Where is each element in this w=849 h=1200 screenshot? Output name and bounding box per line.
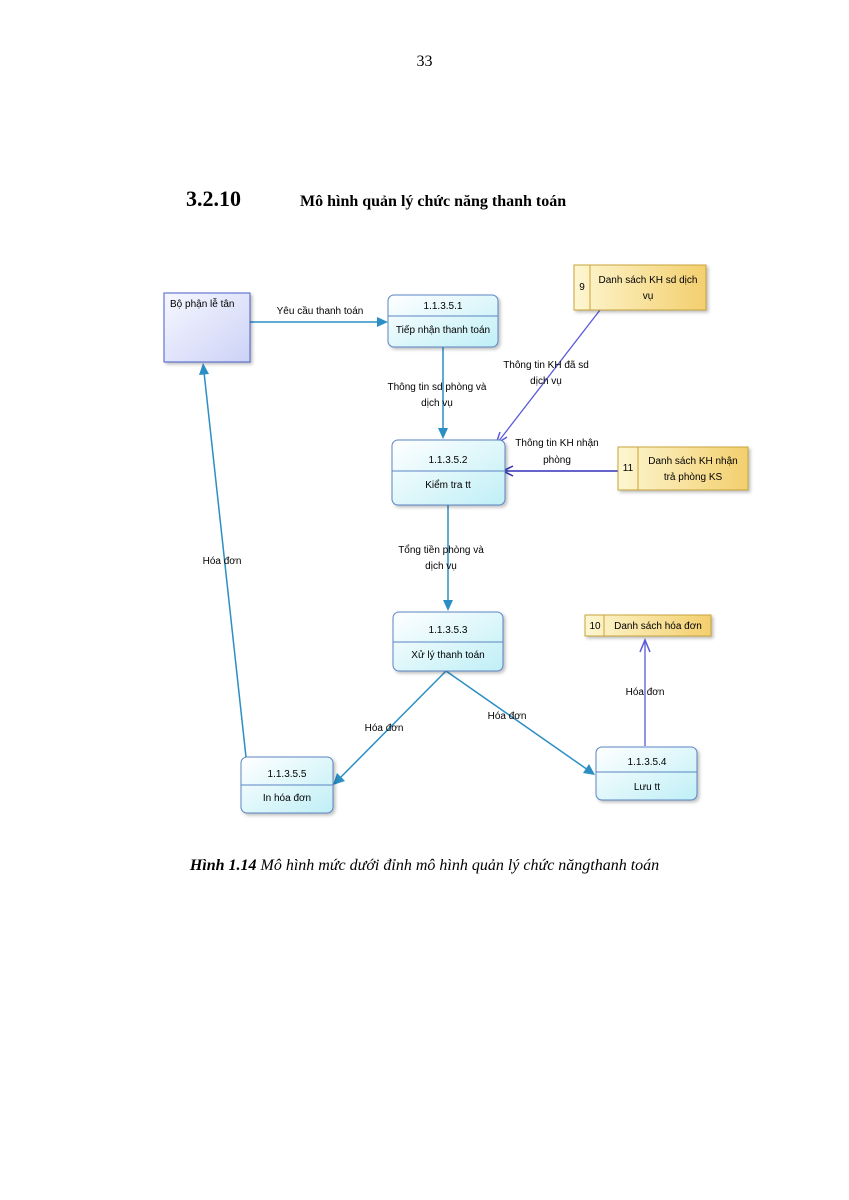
flow-label-used-service-info: Thông tin KH đã sd xyxy=(503,360,589,371)
flow-label-total: Tổng tiền phòng và xyxy=(398,544,484,556)
caption-text: Mô hình mức dưới đỉnh mô hình quản lý ch… xyxy=(256,857,660,874)
process-name: Lưu tt xyxy=(634,782,660,793)
flow-invoice-to-print xyxy=(333,670,447,785)
store-name: Danh sách KH nhận xyxy=(648,456,738,467)
store-name-2: trả phòng KS xyxy=(664,472,723,483)
process-1.1.3.5.4: 1.1.3.5.4 Lưu tt xyxy=(595,746,698,801)
process-id: 1.1.3.5.4 xyxy=(628,757,667,768)
flow-label-invoice-to-print: Hóa đơn xyxy=(365,723,404,734)
process-id: 1.1.3.5.3 xyxy=(429,625,468,636)
section-title: Mô hình quản lý chức năng thanh toán xyxy=(300,193,567,210)
process-id: 1.1.3.5.1 xyxy=(424,301,463,312)
flow-total xyxy=(443,505,453,611)
process-name: Xử lý thanh toán xyxy=(411,649,484,661)
flow-label-invoice-to-save: Hóa đơn xyxy=(488,711,527,722)
process-name: Tiếp nhận thanh toán xyxy=(396,324,490,336)
entity-label: Bộ phận lễ tân xyxy=(170,297,235,310)
flow-label-checkin-info: Thông tin KH nhận xyxy=(515,438,598,449)
flow-checkin-info xyxy=(501,465,618,477)
flow-label-invoice-to-entity: Hóa đơn xyxy=(203,556,242,567)
section-heading: 3.2.10 Mô hình quản lý chức năng thanh t… xyxy=(186,186,566,212)
store-number: 10 xyxy=(589,621,601,632)
flow-invoice-to-save xyxy=(445,670,595,775)
flow-invoice-to-store xyxy=(639,638,651,746)
store-10: 10 Danh sách hóa đơn xyxy=(584,614,712,637)
flow-label-request: Yêu cầu thanh toán xyxy=(277,305,364,317)
store-name-2: vụ xyxy=(643,291,654,302)
caption-label: Hình 1.14 xyxy=(189,857,257,874)
process-1.1.3.5.3: 1.1.3.5.3 Xử lý thanh toán xyxy=(392,611,504,672)
process-id: 1.1.3.5.5 xyxy=(268,769,307,780)
process-1.1.3.5.2: 1.1.3.5.2 Kiểm tra tt xyxy=(391,439,506,506)
flow-label-used-service-info-2: dịch vụ xyxy=(530,376,562,387)
figure-caption: Hình 1.14 Mô hình mức dưới đỉnh mô hình … xyxy=(0,857,849,875)
store-number: 9 xyxy=(579,282,585,293)
entity-front-desk: Bộ phận lễ tân xyxy=(163,292,251,363)
flow-label-checkin-info-2: phòng xyxy=(543,455,571,466)
page-number: 33 xyxy=(416,53,433,70)
store-number: 11 xyxy=(623,463,634,474)
flow-label-room-service-info: Thông tin sd phòng và xyxy=(388,382,487,393)
store-11: 11 Danh sách KH nhận trả phòng KS xyxy=(617,446,749,491)
flow-label-room-service-info-2: dịch vụ xyxy=(421,398,453,409)
store-name: Danh sách hóa đơn xyxy=(614,621,702,632)
store-9: 9 Danh sách KH sd dịch vụ xyxy=(573,264,707,311)
process-1.1.3.5.1: 1.1.3.5.1 Tiếp nhận thanh toán xyxy=(387,294,499,348)
flow-room-service-info xyxy=(438,347,448,439)
process-name: Kiểm tra tt xyxy=(425,479,471,491)
flow-label-invoice-to-store: Hóa đơn xyxy=(626,687,665,698)
store-name: Danh sách KH sd dịch xyxy=(599,275,698,286)
process-id: 1.1.3.5.2 xyxy=(429,455,468,466)
process-name: In hóa đơn xyxy=(263,793,311,804)
flow-label-total-2: dịch vụ xyxy=(425,561,457,572)
section-number: 3.2.10 xyxy=(186,186,241,211)
flow-request xyxy=(250,317,388,327)
flow-invoice-to-entity xyxy=(199,363,247,758)
process-1.1.3.5.5: 1.1.3.5.5 In hóa đơn xyxy=(240,756,334,814)
